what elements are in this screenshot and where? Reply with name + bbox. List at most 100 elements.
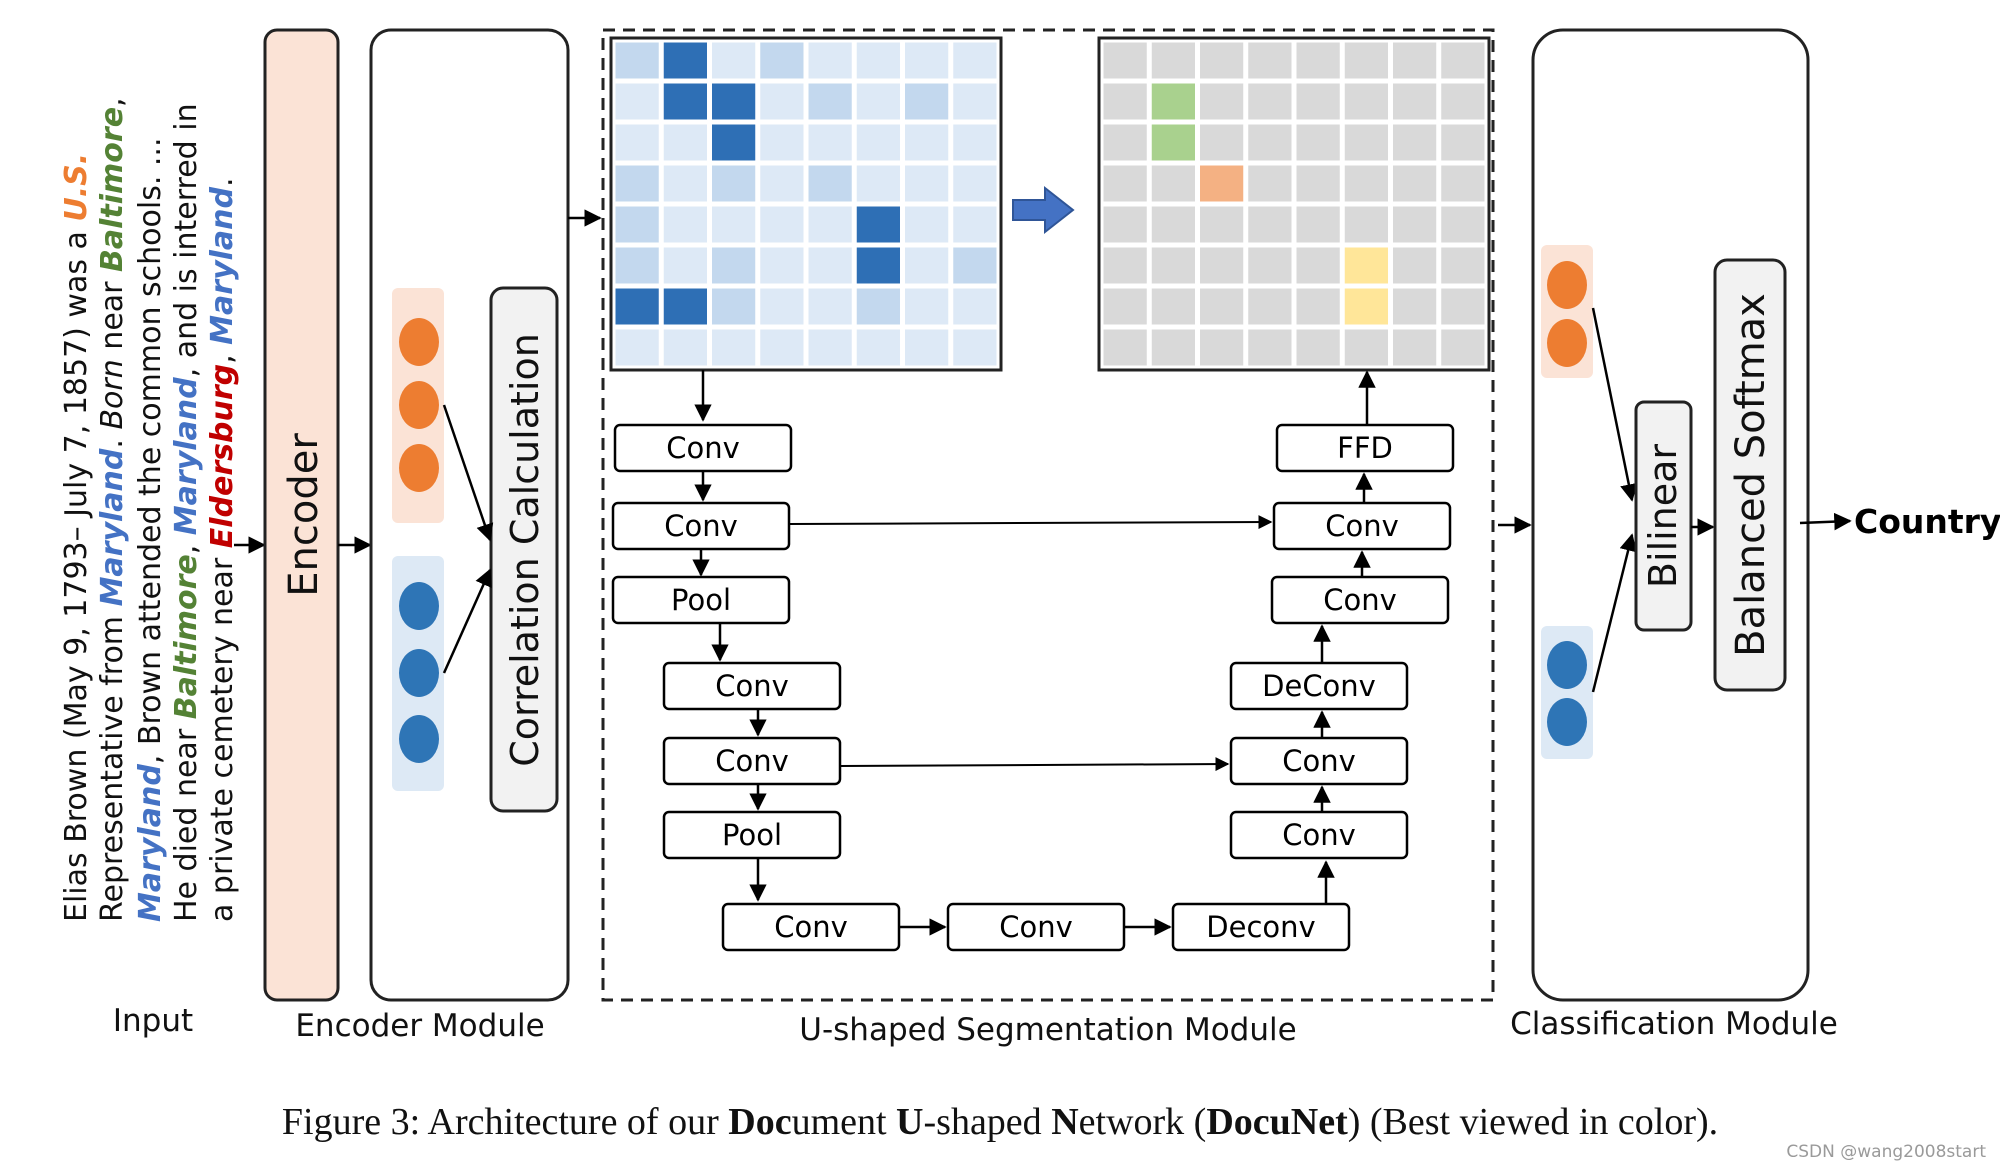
grid-cell bbox=[1393, 206, 1437, 243]
matrix-cell bbox=[712, 206, 756, 243]
grid-cell bbox=[1344, 124, 1388, 161]
grid-cell bbox=[1344, 83, 1388, 120]
grid-cell bbox=[1151, 42, 1195, 79]
matrix-cell bbox=[905, 83, 949, 120]
matrix-cell bbox=[760, 165, 804, 202]
ffd-block bbox=[1275, 423, 1455, 473]
balanced-softmax-block bbox=[1713, 258, 1787, 692]
matrix-cell bbox=[760, 247, 804, 284]
input-text-span: , Brown attended the common schools. ... bbox=[133, 137, 168, 764]
grid-cell bbox=[1248, 165, 1292, 202]
grid-cell bbox=[1344, 206, 1388, 243]
caption-bold: N bbox=[1051, 1101, 1079, 1143]
grid-cell bbox=[1344, 165, 1388, 202]
matrix-cell bbox=[856, 124, 900, 161]
matrix-cell bbox=[808, 288, 852, 325]
matrix-cell bbox=[953, 165, 997, 202]
matrix-cell bbox=[905, 329, 949, 366]
input-text-span: Maryland bbox=[95, 448, 130, 606]
matrix-cell bbox=[712, 83, 756, 120]
grid-cell bbox=[1393, 42, 1437, 79]
matrix-cell bbox=[663, 288, 707, 325]
grid-cell bbox=[1296, 247, 1340, 284]
matrix-cell bbox=[712, 42, 756, 79]
segmentation-output-grid bbox=[1097, 36, 1491, 372]
conv-block bbox=[662, 736, 842, 786]
input-text-span: . bbox=[95, 430, 130, 449]
conv-block bbox=[1270, 575, 1450, 625]
grid-cell bbox=[1393, 124, 1437, 161]
grid-cell bbox=[1248, 124, 1292, 161]
grid-cell bbox=[1200, 165, 1244, 202]
matrix-cell bbox=[953, 83, 997, 120]
caption-text: -shaped bbox=[923, 1101, 1052, 1143]
matrix-cell bbox=[808, 124, 852, 161]
orange-entity-dot bbox=[1547, 261, 1587, 309]
matrix-cell bbox=[856, 247, 900, 284]
grid-cell bbox=[1441, 288, 1485, 325]
matrix-cell bbox=[760, 42, 804, 79]
segmentation-module-label: U-shaped Segmentation Module bbox=[799, 1012, 1296, 1048]
segmentation-module-box bbox=[601, 28, 1495, 1002]
matrix-cell bbox=[760, 329, 804, 366]
input-text-span: Maryland bbox=[133, 764, 168, 922]
caption-text: ument bbox=[791, 1101, 897, 1143]
matrix-cell bbox=[760, 206, 804, 243]
conv-label: Conv bbox=[715, 669, 789, 703]
matrix-cell bbox=[905, 165, 949, 202]
matrix-cell bbox=[663, 42, 707, 79]
orange-entity-dot bbox=[399, 381, 439, 429]
matrix-cell bbox=[905, 288, 949, 325]
arrow-orange-to-bilinear bbox=[1591, 307, 1638, 502]
input-text-span: near bbox=[95, 272, 130, 359]
pool-block bbox=[662, 810, 842, 860]
grid-cell bbox=[1248, 42, 1292, 79]
deconv-label: DeConv bbox=[1262, 669, 1376, 703]
input-text-span: Representative from bbox=[95, 606, 130, 922]
grid-cell bbox=[1393, 329, 1437, 366]
matrix-cell bbox=[856, 42, 900, 79]
grid-cell bbox=[1200, 206, 1244, 243]
blue-entity-dot bbox=[399, 715, 439, 763]
encoder-block bbox=[263, 28, 340, 1002]
grid-cell bbox=[1296, 329, 1340, 366]
matrix-cell bbox=[712, 247, 756, 284]
grid-cell bbox=[1248, 247, 1292, 284]
pool-block bbox=[611, 575, 791, 625]
input-label: Input bbox=[113, 1003, 193, 1039]
bilinear-title: Bilinear bbox=[1641, 444, 1685, 588]
grid-cell bbox=[1344, 329, 1388, 366]
ffd-label: FFD bbox=[1337, 431, 1393, 465]
grid-cell bbox=[1441, 247, 1485, 284]
grid-cell bbox=[1296, 288, 1340, 325]
input-text-span: U.S. bbox=[59, 153, 94, 222]
conv-block bbox=[1229, 736, 1409, 786]
grid-cell bbox=[1296, 206, 1340, 243]
grid-cell bbox=[1200, 288, 1244, 325]
input-text-span: Eldersburg bbox=[205, 364, 240, 548]
grid-cell bbox=[1441, 124, 1485, 161]
matrix-cell bbox=[905, 42, 949, 79]
matrix-cell bbox=[953, 288, 997, 325]
encoder-title: Encoder bbox=[281, 433, 327, 597]
input-text-span: Baltimore bbox=[95, 107, 130, 272]
skip-connection-arrow bbox=[788, 515, 1273, 530]
conv-block bbox=[662, 661, 842, 711]
matrix-cell bbox=[712, 124, 756, 161]
input-text: Elias Brown (May 9, 1793– July 7, 1857) … bbox=[59, 97, 240, 922]
input-text-span: . bbox=[205, 177, 240, 187]
conv-label: Conv bbox=[664, 509, 738, 543]
grid-cell bbox=[1296, 83, 1340, 120]
input-text-span: Elias Brown (May 9, 1793– July 7, 1857) … bbox=[59, 222, 94, 922]
grid-cell bbox=[1441, 206, 1485, 243]
matrix-cell bbox=[615, 42, 659, 79]
matrix-cell bbox=[760, 124, 804, 161]
grid-cell bbox=[1151, 165, 1195, 202]
grid-cell bbox=[1441, 329, 1485, 366]
deconv-label: Deconv bbox=[1206, 910, 1315, 944]
matrix-cell bbox=[856, 329, 900, 366]
grid-cell bbox=[1393, 247, 1437, 284]
grid-cell bbox=[1344, 288, 1388, 325]
input-text-span: a private cemetery near bbox=[205, 548, 240, 922]
